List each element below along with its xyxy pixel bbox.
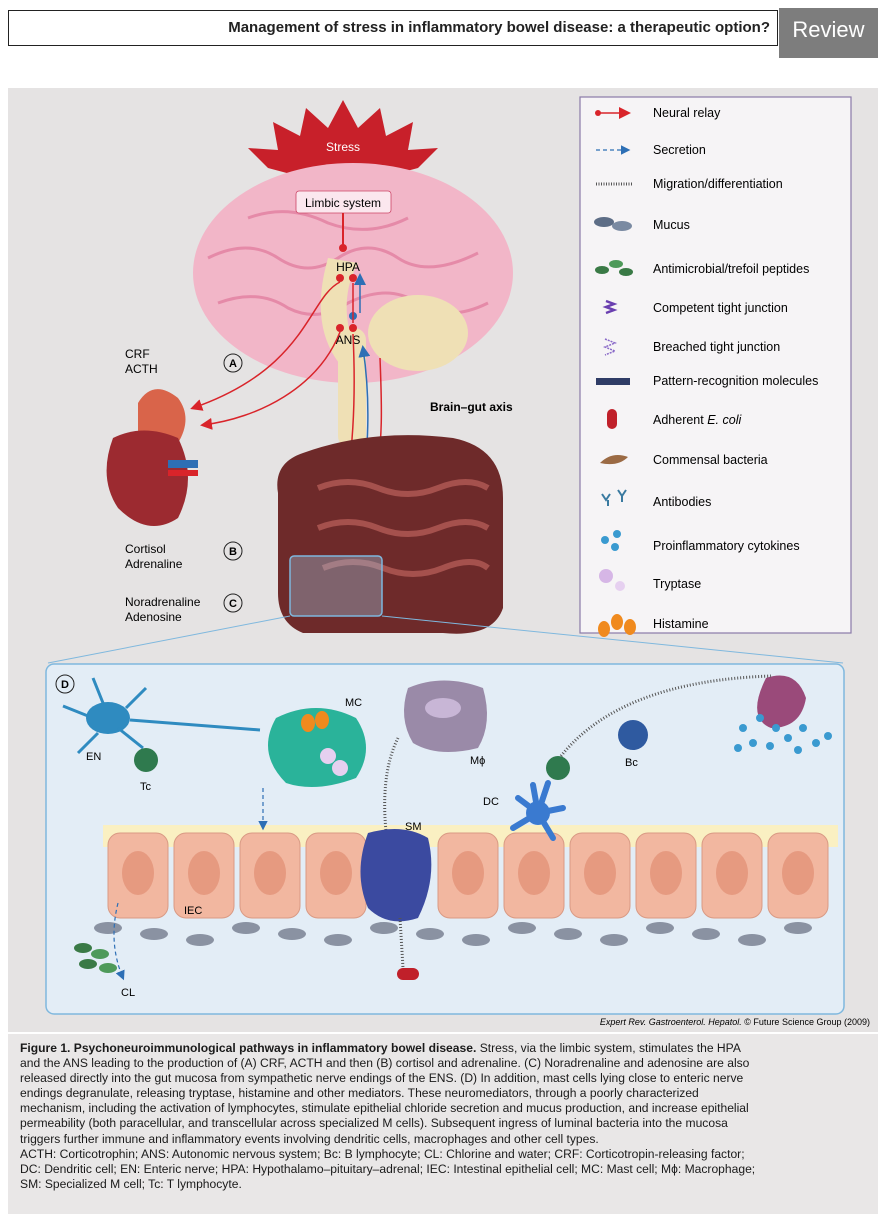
cytokine-cluster: [734, 714, 832, 754]
legend-item-tryptase: Tryptase: [653, 577, 701, 591]
crf-label: CRF: [125, 347, 150, 361]
caption-line-8: DC: Dendritic cell; EN: Enteric nerve; H…: [20, 1161, 756, 1176]
label-bc: Bc: [625, 757, 638, 769]
stress-label: Stress: [326, 140, 360, 154]
legend-item-migration: Migration/differentiation: [653, 177, 783, 191]
caption-line-6: triggers further immune and inflammatory…: [20, 1131, 599, 1146]
marker-d: D: [61, 679, 69, 691]
limbic-label: Limbic system: [305, 196, 381, 210]
adenosine-label: Adenosine: [125, 610, 182, 624]
credit-journal-part: Expert Rev. Gastroenterol. Hepatol. © Fu…: [600, 1017, 870, 1027]
legend-item-neural-relay: Neural relay: [653, 106, 721, 120]
label-cl: CL: [121, 987, 135, 999]
legend-item-secretion: Secretion: [653, 143, 706, 157]
legend-item-antibodies: Antibodies: [653, 495, 711, 509]
ans-label: ANS: [336, 333, 361, 347]
label-sm: SM: [405, 821, 422, 833]
legend-item-histamine: Histamine: [653, 617, 709, 631]
legend-item-tight-junction: Competent tight junction: [653, 301, 788, 315]
caption-line-7: ACTH: Corticotrophin; ANS: Autonomic ner…: [20, 1146, 745, 1161]
figure-panel: Stress Limbic system HPA ANS CRF ACTH A …: [8, 88, 878, 1032]
enteric-nerve: [62, 677, 261, 755]
noradrenaline-label: Noradrenaline: [125, 595, 201, 609]
legend-box: [579, 96, 852, 634]
running-title: Management of stress in inflammatory bow…: [228, 19, 770, 36]
label-dc: DC: [483, 796, 499, 808]
plasma-cell: [757, 675, 806, 728]
marker-b: B: [229, 546, 237, 558]
legend-item-mucus: Mucus: [653, 218, 690, 232]
caption-line-3: endings degranulate, releasing tryptase,…: [20, 1086, 699, 1101]
legend-item-pattern-recognition: Pattern-recognition molecules: [653, 374, 818, 388]
header-frame: [8, 10, 778, 46]
adrenaline-label: Adrenaline: [125, 557, 183, 571]
cortisol-label: Cortisol: [125, 542, 166, 556]
caption-line-9: SM: Specialized M cell; Tc: T lymphocyte…: [20, 1176, 242, 1191]
label-mc: MC: [345, 697, 362, 709]
epithelium: [94, 832, 829, 946]
marker-c: C: [229, 598, 237, 610]
caption-line-0: Stress, via the limbic system, stimulate…: [476, 1041, 741, 1055]
legend-item-breached-junction: Breached tight junction: [653, 340, 780, 354]
label-en: EN: [86, 751, 101, 763]
marker-a: A: [229, 358, 237, 370]
legend-item-commensal: Commensal bacteria: [653, 453, 768, 467]
t-cell: [134, 748, 158, 772]
caption-line-4: mechanism, including the activation of l…: [20, 1101, 749, 1116]
label-mphi: Mϕ: [470, 755, 485, 767]
hpa-label: HPA: [336, 260, 360, 274]
stress-burst: [248, 100, 438, 176]
kidney: [106, 430, 188, 526]
caption-line-1: and the ANS leading to the production of…: [20, 1056, 750, 1071]
caption-line-5: permeability (both paracellular, and tra…: [20, 1116, 728, 1131]
zoom-box: [289, 555, 383, 617]
legend-item-ecoli: Adherent E. coli: [653, 413, 742, 427]
figure-illustration: Stress Limbic system HPA ANS CRF ACTH A …: [45, 96, 870, 1027]
cerebellum: [368, 295, 468, 371]
legend-item-peptides: Antimicrobial/trefoil peptides: [653, 262, 809, 276]
section-tab: Review: [779, 8, 878, 58]
acth-label: ACTH: [125, 362, 158, 376]
legend-icons: [594, 107, 636, 637]
t-cell-dc: [546, 756, 570, 780]
legend-item-cytokines: Proinflammatory cytokines: [653, 539, 800, 553]
adrenal-gland: [138, 389, 186, 443]
brainstem: [338, 328, 366, 448]
label-iec: IEC: [184, 905, 202, 917]
brain-gut-label: Brain–gut axis: [430, 400, 513, 414]
dendritic-cell: [510, 780, 566, 841]
m-cell: [360, 829, 432, 922]
mucus-cluster: [74, 943, 117, 973]
caption-line-2: released directly into the gut mucosa fr…: [20, 1071, 744, 1086]
label-tc: Tc: [140, 781, 152, 793]
figure-caption: Figure 1. Psychoneuroimmunological pathw…: [8, 1034, 878, 1214]
caption-title: Figure 1. Psychoneuroimmunological pathw…: [20, 1041, 477, 1055]
b-cell: [618, 720, 648, 750]
